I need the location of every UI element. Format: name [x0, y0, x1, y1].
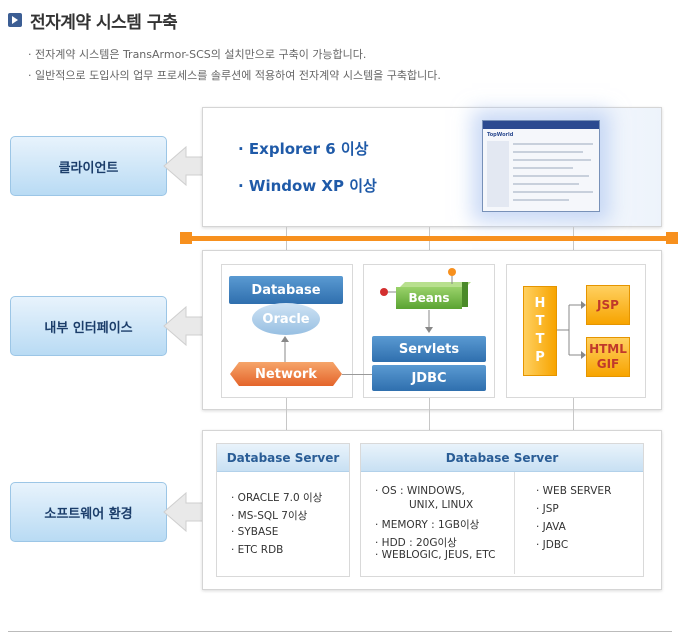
connector-line	[429, 398, 430, 444]
software-label-group: 소프트웨어 환경	[10, 482, 211, 542]
up-arrow-icon	[281, 336, 289, 362]
database-server-box-2: Database Server · OS : WINDOWS, UNIX, LI…	[360, 443, 644, 577]
server-item: · JDBC	[536, 539, 569, 551]
client-label-group: 클라이언트	[10, 136, 211, 196]
connector-line	[573, 398, 574, 444]
db-item: · SYBASE	[231, 526, 279, 538]
server-item: · HDD : 20G이상	[375, 537, 457, 549]
page-title: 전자계약 시스템 구축	[30, 13, 178, 33]
server-item: UNIX, LINUX	[409, 499, 474, 511]
bus-end-right	[666, 232, 678, 244]
description-line-2: · 일반적으로 도입사의 업무 프로세스를 솔루션에 적용하여 전자계약 시스템…	[28, 69, 441, 82]
servlets-box: Servlets	[372, 336, 486, 362]
description-line-1: · 전자계약 시스템은 TransArmor-SCS의 설치만으로 구축이 가능…	[28, 48, 367, 61]
connector-line	[286, 398, 287, 444]
jdbc-box: JDBC	[372, 365, 486, 391]
section-arrow-icon	[8, 13, 22, 27]
interface-label: 내부 인터페이스	[10, 296, 167, 356]
client-label: 클라이언트	[10, 136, 167, 196]
server-item: · OS : WINDOWS,	[375, 485, 465, 497]
network-box: Network	[230, 362, 342, 386]
http-box: H T T P	[523, 286, 557, 376]
html-label: HTML	[589, 342, 627, 356]
database-server-title: Database Server	[361, 444, 643, 472]
http-letter: P	[535, 350, 545, 365]
server-item: · WEB SERVER	[536, 485, 612, 497]
server-item: · JAVA	[536, 521, 566, 533]
software-label: 소프트웨어 환경	[10, 482, 167, 542]
oracle-ellipse: Oracle	[252, 303, 320, 335]
database-server-title: Database Server	[217, 444, 349, 472]
jsp-box: JSP	[586, 285, 630, 325]
beans-side-face	[462, 282, 468, 307]
server-item: · JSP	[536, 503, 559, 515]
database-box: Database	[229, 276, 343, 304]
http-letter: H	[534, 296, 546, 311]
http-letter: T	[535, 314, 545, 329]
gif-label: GIF	[596, 357, 620, 371]
connector-line	[573, 227, 574, 237]
down-arrow-icon	[425, 310, 433, 333]
bottom-divider	[8, 631, 672, 632]
client-requirement-explorer: · Explorer 6 이상	[238, 140, 369, 158]
beans-pins-icon	[380, 268, 456, 296]
app-screenshot-thumbnail: TopWorld	[482, 120, 600, 212]
database-server-box-1: Database Server · ORACLE 7.0 이상 · MS-SQL…	[216, 443, 350, 577]
bus-end-left	[180, 232, 192, 244]
db-item: · ETC RDB	[231, 544, 284, 556]
server-item: · MEMORY : 1GB이상	[375, 519, 480, 531]
http-letter: T	[535, 332, 545, 347]
network-bus-bar	[184, 236, 678, 241]
screenshot-logo: TopWorld	[487, 132, 514, 138]
connector-line	[429, 227, 430, 237]
server-item: · WEBLOGIC, JEUS, ETC	[375, 549, 496, 561]
interface-label-group: 내부 인터페이스	[10, 296, 211, 356]
http-branch-arrows-icon	[557, 301, 586, 359]
db-item: · MS-SQL 7이상	[231, 510, 308, 522]
connector-line	[286, 227, 287, 237]
network-jdbc-link	[342, 374, 372, 375]
db-item: · ORACLE 7.0 이상	[231, 492, 323, 504]
column-divider	[514, 472, 515, 574]
beans-box: Beans	[396, 287, 462, 309]
client-requirement-windows: · Window XP 이상	[238, 177, 377, 195]
